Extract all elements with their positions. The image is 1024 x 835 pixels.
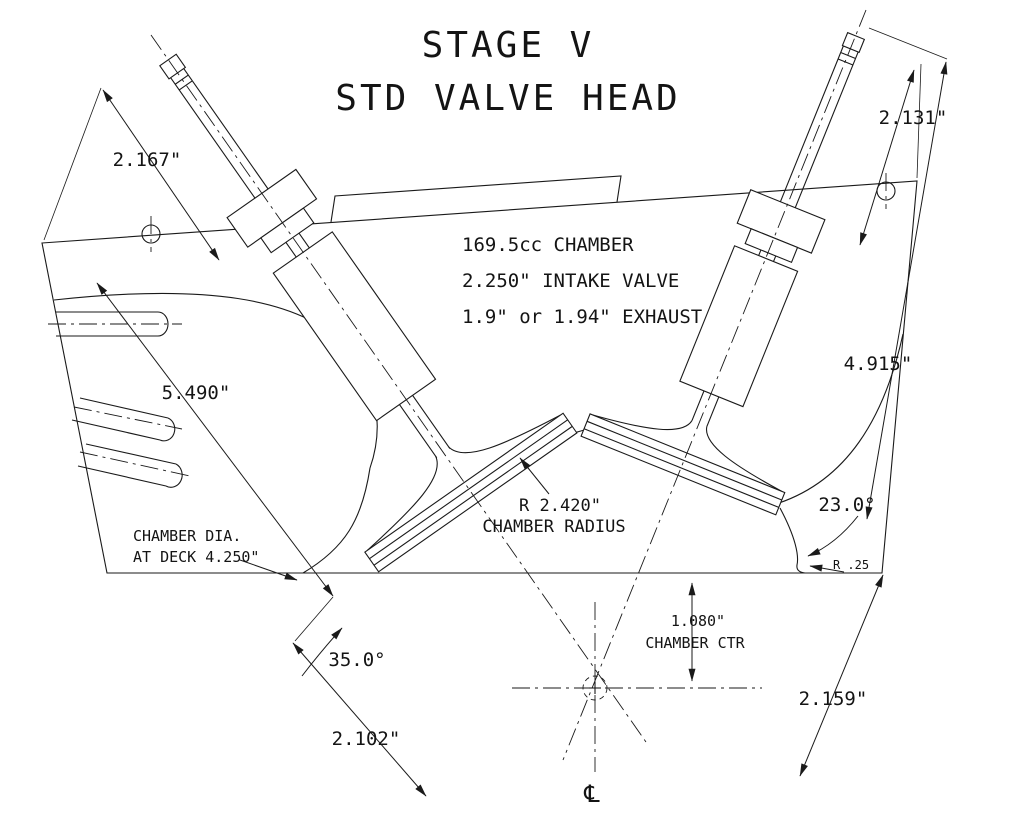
label-intake-length: 5.490" [162,382,231,404]
intake-axis-centerline [150,34,647,743]
exhaust-axis-centerline [562,9,867,761]
label-chamber-ctr-value: 1.080" [671,612,725,630]
dim-exhaust-length [865,61,948,520]
exhaust-valve [580,31,866,516]
label-exhaust-tip: 2.131" [879,107,948,129]
dimension-lines [43,27,948,797]
head-body-outline [41,175,918,574]
valve-head-disc [580,413,786,516]
dim-exhaust-offset [799,574,884,777]
dim-intake-offset [292,642,427,797]
dim-fillet-leader [809,564,845,573]
spec-intake-valve: 2.250" INTAKE VALVE [462,270,679,292]
dim-exhaust-tip [859,69,915,246]
label-intake-angle: 35.0° [328,649,385,671]
label-chamber-dia-line1: CHAMBER DIA. [133,527,241,545]
label-exhaust-angle: 23.0° [818,494,875,516]
label-chamber-dia-line2: AT DECK 4.250" [133,548,259,566]
valve-guide [679,245,799,408]
chamber-center-mark [582,675,608,701]
centerline-symbol: ℄ [583,780,600,808]
drawing-title-line2: STD VALVE HEAD [335,78,680,119]
label-exhaust-offset: 2.159" [799,688,868,710]
label-exhaust-length: 4.915" [844,353,913,375]
spec-chamber-volume: 169.5cc CHAMBER [462,234,634,256]
label-intake-offset: 2.102" [332,728,401,750]
label-chamber-radius-value: R 2.420" [519,496,601,516]
dim-chamber-radius-leader [519,457,550,495]
dim-intake-length [96,282,334,597]
label-deck-fillet: R .25 [833,558,869,572]
spec-exhaust-valve: 1.9" or 1.94" EXHAUST [462,306,702,328]
dim-intake-tip [102,89,220,261]
label-chamber-radius: CHAMBER RADIUS [482,517,625,537]
label-chamber-ctr: CHAMBER CTR [645,634,745,652]
drawing-title-line1: STAGE V [422,25,595,66]
dim-exhaust-angle-leader [807,515,859,557]
valve-tip [841,31,866,54]
dim-intake-angle-leader [301,627,343,677]
dim-chamber-dia-leader [239,559,298,581]
label-intake-tip: 2.167" [113,149,182,171]
